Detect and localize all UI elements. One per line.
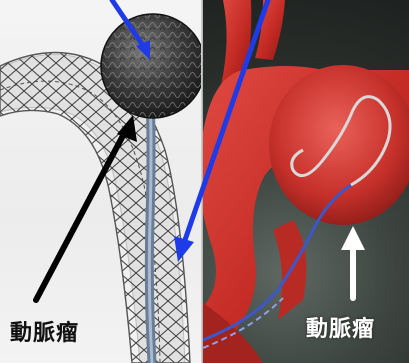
aneurysm-label-right: 動脈瘤 [306, 311, 375, 343]
arrow-down-icon [174, 0, 268, 262]
